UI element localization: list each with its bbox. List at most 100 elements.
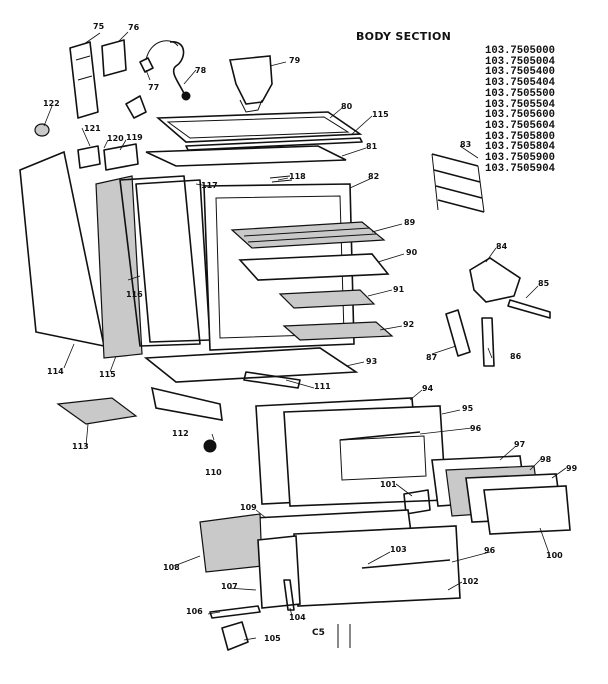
part-label: 102 <box>462 577 479 586</box>
part-75-side-bracket <box>69 41 99 119</box>
part-86-hinge-bracket <box>481 317 495 367</box>
model-number: 103.7505404 <box>485 77 555 90</box>
part-115-side-insulation <box>95 175 143 359</box>
part-label: 110 <box>205 468 222 477</box>
model-number-list: 103.7505000 103.7505004 103.7505400 103.… <box>485 46 605 174</box>
part-label: 84 <box>496 242 508 251</box>
part-96-drawer-handle <box>361 559 451 569</box>
part-110-knob <box>203 439 217 453</box>
part-120-switch <box>125 95 147 119</box>
part-label: 76 <box>128 23 140 32</box>
part-label: 104 <box>289 613 306 622</box>
part-80-cooktop <box>155 111 363 143</box>
part-100-window-frame <box>483 485 571 535</box>
part-label: 115 <box>99 370 116 379</box>
part-106-slide <box>209 605 261 619</box>
part-112-handle <box>150 386 223 421</box>
part-79-light-housing <box>228 55 273 105</box>
part-122-knob <box>34 123 50 137</box>
part-label: 89 <box>404 218 416 227</box>
part-label: 112 <box>172 429 189 438</box>
part-101-latch <box>403 489 431 515</box>
part-label: 113 <box>72 442 89 451</box>
part-83-rack-frame <box>431 153 485 213</box>
model-number: 103.7505400 <box>485 66 555 79</box>
part-label: 91 <box>393 285 405 294</box>
part-90-broiler-pan <box>238 253 390 281</box>
part-111-bottom-trim <box>243 371 301 389</box>
part-104-drawer-rail <box>283 579 295 611</box>
part-label: 105 <box>264 634 281 643</box>
model-number: 103.7505900 <box>485 152 555 165</box>
part-label: 107 <box>221 582 238 591</box>
part-label: 81 <box>366 142 378 151</box>
part-75-slot <box>75 55 93 81</box>
part-84-hinge <box>469 257 521 303</box>
part-92-broiler-rack <box>282 321 394 341</box>
part-label: 118 <box>289 172 306 181</box>
part-label: 97 <box>514 440 526 449</box>
part-label: 79 <box>289 56 301 65</box>
part-label: 94 <box>422 384 434 393</box>
part-76-clip <box>101 39 127 77</box>
part-81-top-frame <box>145 145 347 167</box>
part-108-drawer-body <box>199 513 263 573</box>
part-label: 92 <box>403 320 415 329</box>
part-114-side-panel <box>19 150 106 348</box>
model-number: 103.7505600 <box>485 109 555 122</box>
part-label: 114 <box>47 367 64 376</box>
part-121-bracket <box>77 145 101 169</box>
footer-code: C5 <box>312 628 325 638</box>
part-label: 98 <box>540 455 552 464</box>
part-label: 117 <box>201 181 218 190</box>
part-107-drawer-liner <box>257 535 301 609</box>
part-77-wire <box>145 40 179 61</box>
part-116-inner-liner <box>119 175 201 347</box>
part-117-body-frame <box>135 179 211 343</box>
part-label: 111 <box>314 382 331 391</box>
part-label: 78 <box>195 66 207 75</box>
part-96-door-handle <box>339 431 421 441</box>
part-label: 101 <box>380 480 397 489</box>
part-label: 75 <box>93 22 105 31</box>
part-label: 121 <box>84 124 101 133</box>
part-113-element <box>56 397 138 425</box>
part-label: 96 <box>484 546 496 555</box>
part-label: 86 <box>510 352 522 361</box>
part-label: 95 <box>462 404 474 413</box>
part-label: 100 <box>546 551 563 560</box>
part-label: 116 <box>126 290 143 299</box>
part-85-hinge-arm <box>507 299 551 319</box>
part-label: 87 <box>426 353 438 362</box>
model-number: 103.7505904 <box>485 162 555 175</box>
part-label: 108 <box>163 563 180 572</box>
model-number: 103.7505004 <box>485 55 555 68</box>
part-label: 120 <box>107 134 124 143</box>
part-label: 80 <box>341 102 353 111</box>
model-number: 103.7505800 <box>485 130 555 143</box>
part-label: 106 <box>186 607 203 616</box>
footer-marks <box>337 624 351 648</box>
part-89-oven-rack <box>230 221 386 249</box>
part-93-bottom-panel <box>143 347 359 383</box>
part-label: 122 <box>43 99 60 108</box>
part-label: 93 <box>366 357 378 366</box>
model-number: 103.7505604 <box>485 119 555 132</box>
part-91-broiler-grid <box>278 289 376 309</box>
part-label: 99 <box>566 464 578 473</box>
part-78-wire-harness <box>169 41 187 99</box>
part-label: 85 <box>538 279 550 288</box>
part-label: 115 <box>372 110 389 119</box>
diagram-title: BODY SECTION <box>356 30 452 43</box>
part-label: 109 <box>240 503 257 512</box>
model-number: 103.7505804 <box>485 141 555 154</box>
part-80-cooktop-inner <box>166 116 350 139</box>
part-78-connector <box>181 91 191 101</box>
part-119-bracket <box>103 143 139 171</box>
part-89-rack-bars <box>243 227 377 243</box>
leader-lines <box>43 31 567 641</box>
model-number: 103.7505500 <box>485 87 555 100</box>
part-95-window <box>339 435 427 481</box>
